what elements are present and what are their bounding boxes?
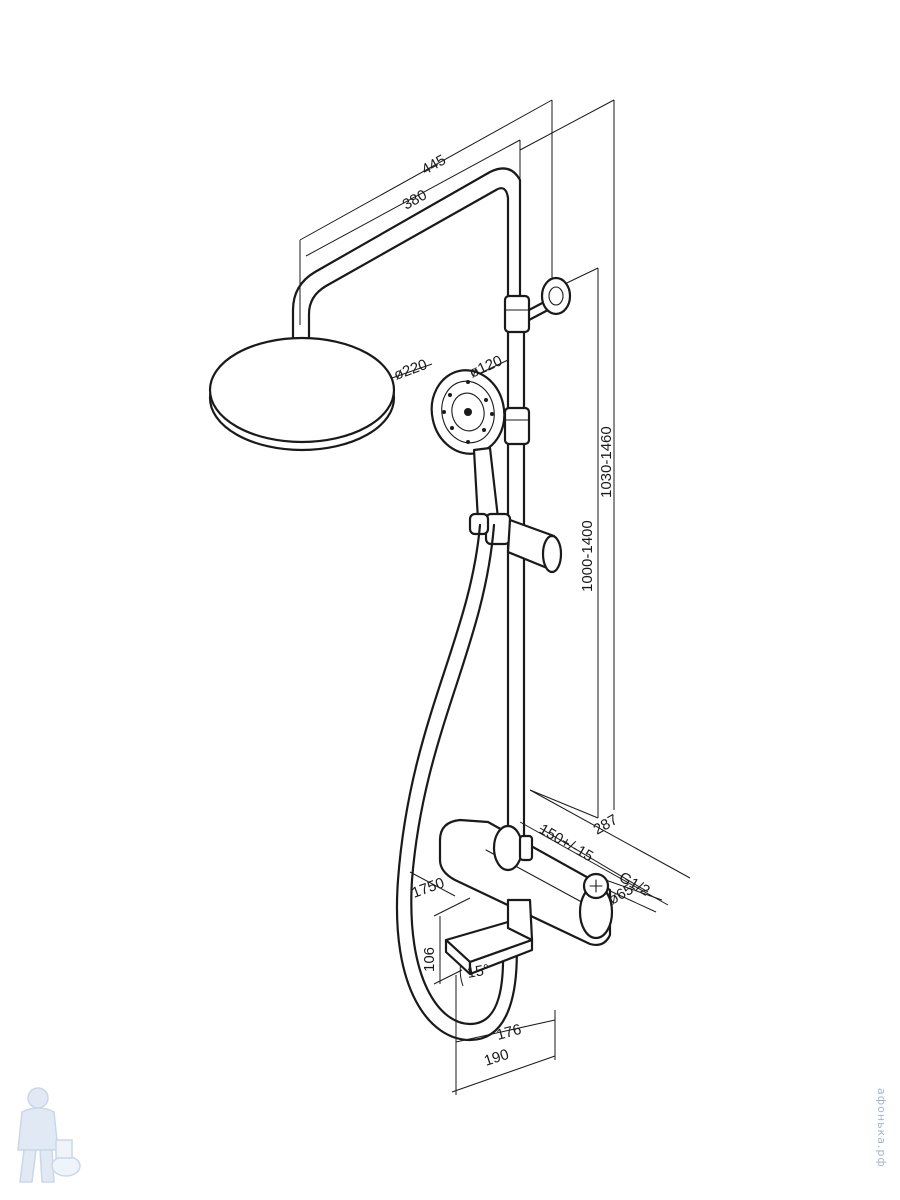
label-arm-outer: 445 [419,151,449,178]
shower-arm [291,167,522,367]
shower-hose [395,523,518,1042]
plumber-mascot-logo [17,1087,81,1183]
hand-shower [430,369,506,522]
riser-rail [506,298,526,852]
sliding-holder [468,512,563,574]
thermostatic-mixer [438,818,614,947]
overhead-shower-head [208,336,396,452]
label-total-height: 1030-1460 [598,426,615,498]
label-depth: 287 [591,811,621,838]
label-hose-length: 1750 [410,874,447,901]
wall-bracket [503,276,572,334]
label-reach-outer: 190 [482,1046,511,1070]
bath-spout [444,898,534,976]
watermark-text: афонька.рф [875,1088,888,1168]
dimension-lines [299,99,691,1095]
label-head-diameter: ø220 [392,356,430,384]
label-rail-height: 1000-1400 [579,520,596,592]
upper-rail-clip [503,406,531,446]
label-reach-inner: 176 [495,1021,524,1044]
label-spout-height: 106 [421,947,438,972]
label-spout-angle: 15° [466,961,491,982]
